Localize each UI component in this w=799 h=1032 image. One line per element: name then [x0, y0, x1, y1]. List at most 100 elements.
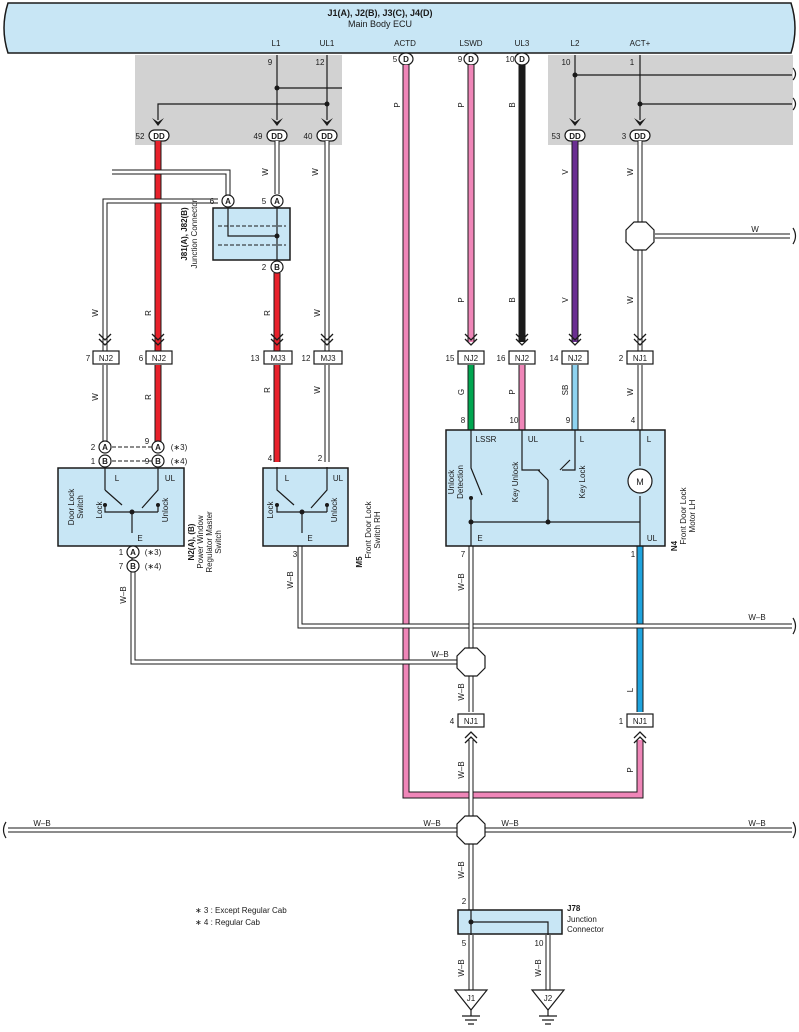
svg-text:DD: DD	[634, 132, 646, 141]
dd-connector-53: DD 53	[552, 129, 586, 142]
junction-dot	[324, 101, 330, 107]
svg-text:DD: DD	[271, 132, 283, 141]
svg-text:P: P	[626, 767, 635, 772]
ecu-terminal-actd-letter: D	[403, 55, 409, 64]
svg-text:W–B: W–B	[457, 761, 466, 778]
svg-text:6: 6	[139, 354, 144, 363]
svg-text:5: 5	[462, 939, 467, 948]
svg-text:W–B: W–B	[119, 586, 128, 603]
svg-text:L: L	[647, 435, 652, 444]
svg-text:Front Door Lock: Front Door Lock	[364, 500, 373, 558]
svg-text:4: 4	[631, 416, 636, 425]
svg-text:P: P	[457, 102, 466, 107]
svg-text:R: R	[263, 310, 272, 316]
svg-text:5: 5	[262, 197, 267, 206]
svg-text:W: W	[626, 388, 635, 396]
svg-text:M5: M5	[355, 556, 364, 568]
svg-text:P: P	[457, 297, 466, 302]
svg-text:B: B	[130, 562, 136, 571]
note-3: ∗ 3 : Except Regular Cab	[195, 906, 287, 915]
svg-text:NJ1: NJ1	[633, 717, 648, 726]
dd-connector-3: DD 3	[622, 129, 651, 142]
svg-text:W: W	[626, 296, 635, 304]
svg-text:NJ2: NJ2	[99, 354, 114, 363]
svg-text:Lock: Lock	[266, 501, 275, 519]
svg-text:14: 14	[550, 354, 559, 363]
junction-dot	[274, 85, 280, 91]
pin-actplus: 1	[630, 58, 635, 67]
ecu-internal-branch2	[575, 74, 792, 105]
svg-text:DD: DD	[321, 132, 333, 141]
ecu-terminal-ul3-letter: D	[519, 55, 525, 64]
svg-text:A: A	[130, 548, 136, 557]
svg-text:NJ2: NJ2	[515, 354, 530, 363]
svg-text:W–B: W–B	[748, 819, 765, 828]
term-actd: ACTD	[394, 39, 416, 48]
svg-text:W–B: W–B	[457, 861, 466, 878]
svg-text:W–B: W–B	[423, 819, 440, 828]
svg-text:B: B	[102, 457, 108, 466]
svg-text:Door Lock: Door Lock	[67, 488, 76, 525]
wire-wb-n2-core	[131, 572, 457, 664]
svg-text:Unlock: Unlock	[447, 469, 456, 494]
junction-j78: 2 5 10 J78 Junction Connector	[457, 897, 604, 948]
term-ul1: UL1	[320, 39, 335, 48]
ecu-subtitle: Main Body ECU	[348, 19, 412, 29]
svg-text:52: 52	[136, 132, 145, 141]
svg-text:V: V	[561, 297, 570, 303]
svg-text:B: B	[155, 457, 161, 466]
svg-text:Junction: Junction	[567, 915, 597, 924]
svg-text:W–B: W–B	[457, 573, 466, 590]
svg-text:10: 10	[535, 939, 544, 948]
svg-text:NJ1: NJ1	[633, 354, 648, 363]
svg-text:53: 53	[552, 132, 561, 141]
svg-text:10: 10	[510, 416, 519, 425]
svg-text:L: L	[285, 474, 290, 483]
svg-text:MJ3: MJ3	[270, 354, 286, 363]
svg-text:Switch: Switch	[214, 530, 223, 554]
svg-text:1: 1	[631, 550, 636, 559]
svg-text:UL: UL	[528, 435, 539, 444]
svg-text:DD: DD	[153, 132, 165, 141]
svg-text:NJ1: NJ1	[464, 717, 479, 726]
svg-text:N4: N4	[670, 540, 679, 551]
svg-text:(∗4): (∗4)	[145, 562, 162, 571]
svg-text:(∗3): (∗3)	[171, 443, 188, 452]
svg-text:49: 49	[254, 132, 263, 141]
svg-text:NJ2: NJ2	[568, 354, 583, 363]
svg-text:1: 1	[619, 717, 624, 726]
pin-lswd: 9	[458, 55, 463, 64]
svg-text:J1: J1	[467, 994, 476, 1003]
svg-text:J78: J78	[567, 904, 581, 913]
svg-text:W: W	[91, 393, 100, 401]
wire-color-labels: W W P P B V W W W R R W P B V W W R R W …	[33, 102, 765, 976]
svg-text:Key Unlock: Key Unlock	[511, 461, 520, 502]
svg-text:UL: UL	[333, 474, 344, 483]
svg-text:2: 2	[318, 454, 323, 463]
svg-text:P: P	[393, 102, 402, 107]
svg-text:Unlock: Unlock	[330, 497, 339, 522]
svg-text:R: R	[144, 310, 153, 316]
svg-text:L: L	[580, 435, 585, 444]
svg-text:Regulator Master: Regulator Master	[205, 511, 214, 573]
splice-white	[625, 221, 655, 251]
svg-text:9: 9	[566, 416, 571, 425]
svg-text:L: L	[115, 474, 120, 483]
svg-text:8: 8	[461, 416, 466, 425]
dd-connector-49: DD 49	[254, 129, 288, 142]
pin-l2: 10	[562, 58, 571, 67]
svg-text:W: W	[751, 225, 759, 234]
svg-text:12: 12	[302, 354, 311, 363]
svg-text:J2: J2	[544, 994, 553, 1003]
svg-text:W–B: W–B	[457, 959, 466, 976]
svg-text:9: 9	[145, 457, 150, 466]
ecu-internal-branch1	[157, 87, 342, 120]
junction-dot	[572, 72, 578, 78]
svg-text:R: R	[144, 394, 153, 400]
term-actplus: ACT+	[630, 39, 651, 48]
wire-wb-m5	[297, 546, 792, 629]
dd-connector-52: DD 52	[136, 129, 170, 142]
j81-title: J81(A), J82(B)	[180, 207, 189, 261]
term-l1: L1	[272, 39, 281, 48]
svg-text:B: B	[508, 102, 517, 107]
